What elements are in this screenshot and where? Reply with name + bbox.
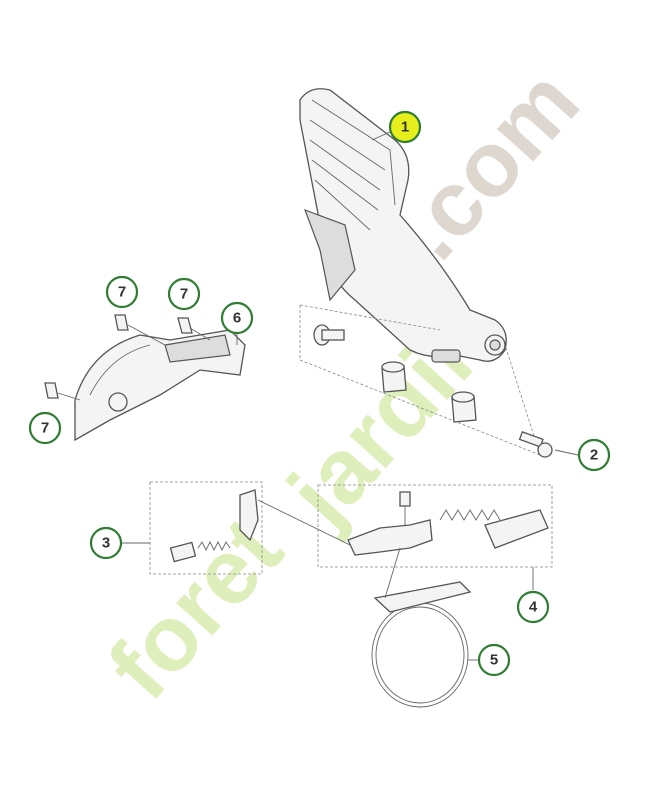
part-bushings-group bbox=[299, 304, 579, 458]
callout-7c[interactable]: 7 bbox=[28, 411, 62, 445]
part-lever-group bbox=[257, 484, 553, 590]
callout-4[interactable]: 4 bbox=[516, 590, 550, 624]
callout-1-label: 1 bbox=[401, 119, 409, 136]
callout-7b-label: 7 bbox=[180, 286, 188, 303]
callout-3[interactable]: 3 bbox=[89, 526, 123, 560]
callout-1[interactable]: 1 bbox=[388, 110, 422, 144]
callout-6[interactable]: 6 bbox=[220, 301, 254, 335]
watermark-text-1: foret bbox=[89, 498, 302, 718]
callout-2[interactable]: 2 bbox=[577, 438, 611, 472]
callout-2-label: 2 bbox=[590, 447, 598, 464]
callout-1-circle bbox=[388, 110, 422, 144]
callout-7c-label: 7 bbox=[41, 420, 49, 437]
callout-5[interactable]: 5 bbox=[477, 643, 511, 677]
callout-3-label: 3 bbox=[102, 535, 110, 552]
part-brake-band bbox=[371, 547, 480, 708]
part-hand-guard bbox=[299, 88, 507, 363]
callout-7a[interactable]: 7 bbox=[105, 275, 139, 309]
callout-5-label: 5 bbox=[490, 652, 498, 669]
callout-7b[interactable]: 7 bbox=[167, 277, 201, 311]
part-side-cover bbox=[44, 314, 246, 442]
callout-4-label: 4 bbox=[529, 599, 538, 616]
callout-7a-label: 7 bbox=[118, 284, 126, 301]
callout-6-label: 6 bbox=[233, 310, 241, 327]
part-spring-group bbox=[120, 481, 263, 575]
